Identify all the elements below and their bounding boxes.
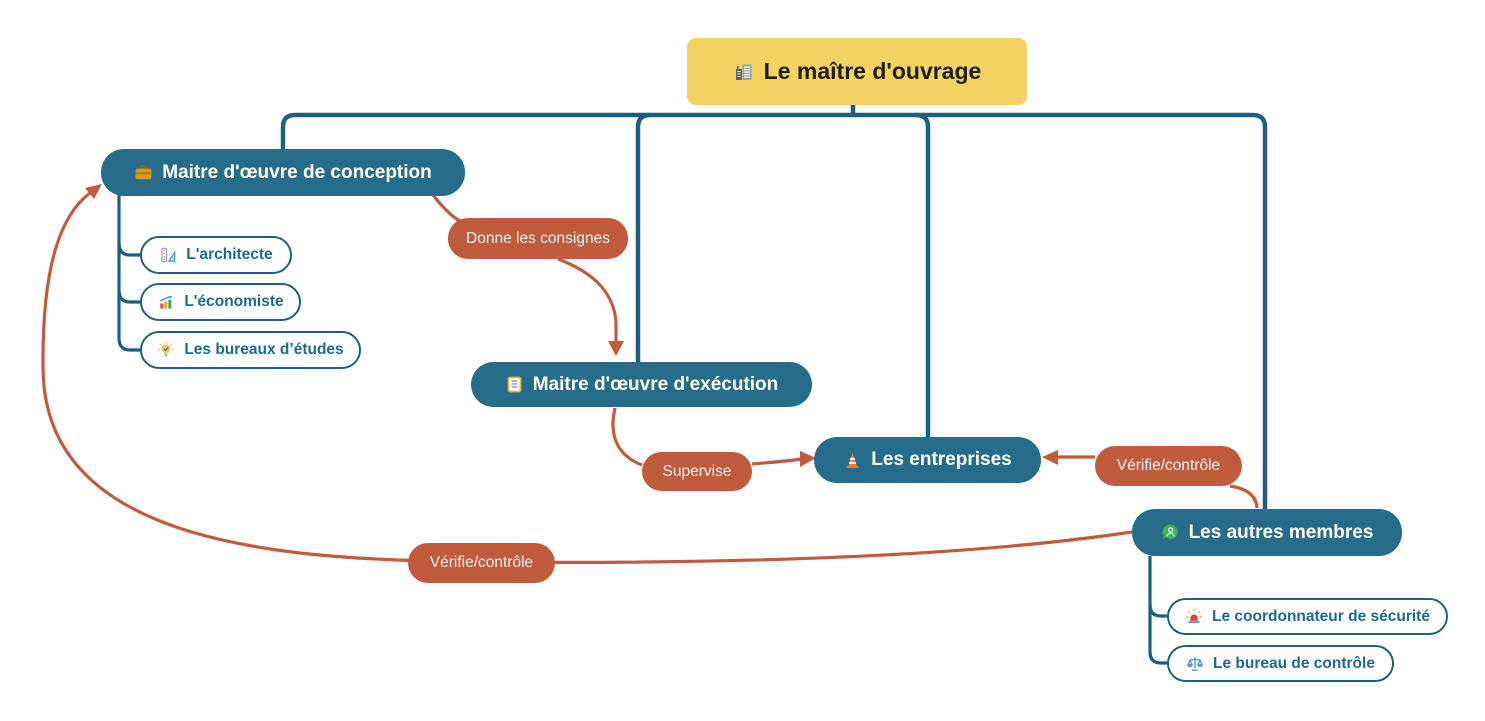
briefcase-icon (134, 163, 153, 182)
edge-label-text: Vérifie/contrôle (1116, 457, 1221, 474)
ledger-icon (505, 375, 524, 394)
set-square-icon (159, 246, 177, 264)
node-execution[interactable]: Maitre d'œuvre d'exécution (471, 362, 812, 407)
arrowhead-left-entreprises (1042, 450, 1058, 465)
edge-label-text: Donne les consignes (466, 229, 610, 247)
node-entreprises[interactable]: Les entreprises (814, 437, 1041, 483)
node-label: L'architecte (186, 246, 273, 263)
edge-label-text: Vérifie/contrôle (429, 554, 534, 571)
node-label: Le maître d'ouvrage (763, 58, 982, 84)
edge-label-donne-les-consignes[interactable]: Donne les consignes (448, 218, 628, 259)
siren-icon (1185, 608, 1203, 626)
connector-root-entreprises (915, 112, 931, 438)
node-bureau-controle[interactable]: Le bureau de contrôle (1167, 645, 1394, 682)
node-label: L'économiste (184, 293, 284, 310)
edge-autres-to-conception-sweep (41, 191, 1133, 564)
lightbulb-icon (157, 341, 175, 359)
node-bureaux-etudes[interactable]: Les bureaux d’études (140, 331, 361, 369)
edge-execution-to-supervise (611, 407, 643, 467)
node-architecte[interactable]: L'architecte (140, 236, 292, 274)
arrowhead-up-conception (85, 184, 102, 199)
chart-increasing-icon (157, 293, 175, 311)
connector-conception-architecte (117, 242, 141, 257)
node-conception[interactable]: Maitre d'œuvre de conception (101, 149, 465, 196)
edge-autres-to-verifie-right (1229, 484, 1259, 509)
edge-label-to-execution (557, 257, 618, 344)
node-coordonnateur-securite[interactable]: Le coordonnateur de sécurité (1167, 598, 1448, 635)
connector-conception-bureaux (117, 337, 141, 352)
edge-label-verifie-controle-conception[interactable]: Vérifie/contrôle (408, 543, 555, 583)
edge-label-supervise[interactable]: Supervise (642, 452, 752, 491)
edge-label-text: Supervise (662, 462, 732, 480)
arrowhead-right-entreprises (800, 451, 816, 467)
traffic-cone-icon (843, 451, 862, 470)
node-label: Le bureau de contrôle (1213, 654, 1375, 672)
edge-supervise-to-entreprises (751, 457, 802, 466)
connector-conception-economiste (117, 289, 141, 304)
balance-scale-icon (1186, 655, 1204, 673)
connector-root-span (280, 112, 1268, 510)
node-autres-membres[interactable]: Les autres membres (1132, 509, 1402, 556)
node-label: Les bureaux d’études (184, 341, 344, 358)
person-speech-bubble-icon (1161, 523, 1180, 542)
node-label: Maitre d'œuvre d'exécution (532, 373, 779, 395)
node-label: Le coordonnateur de sécurité (1212, 607, 1430, 625)
arrowhead-down-execution (608, 341, 624, 356)
node-label: Maitre d'œuvre de conception (162, 161, 432, 183)
node-economiste[interactable]: L'économiste (140, 283, 301, 321)
edge-label-verifie-controle-entreprises[interactable]: Vérifie/contrôle (1095, 446, 1242, 486)
building-icon (733, 61, 755, 83)
node-label: Les autres membres (1188, 521, 1374, 543)
node-maitre-ouvrage[interactable]: Le maître d'ouvrage (687, 38, 1027, 105)
connector-root-execution (635, 112, 651, 363)
connector-autres-bureau (1148, 651, 1168, 665)
node-label: Les entreprises (871, 449, 1012, 470)
connector-autres-coordonnateur (1148, 604, 1168, 618)
